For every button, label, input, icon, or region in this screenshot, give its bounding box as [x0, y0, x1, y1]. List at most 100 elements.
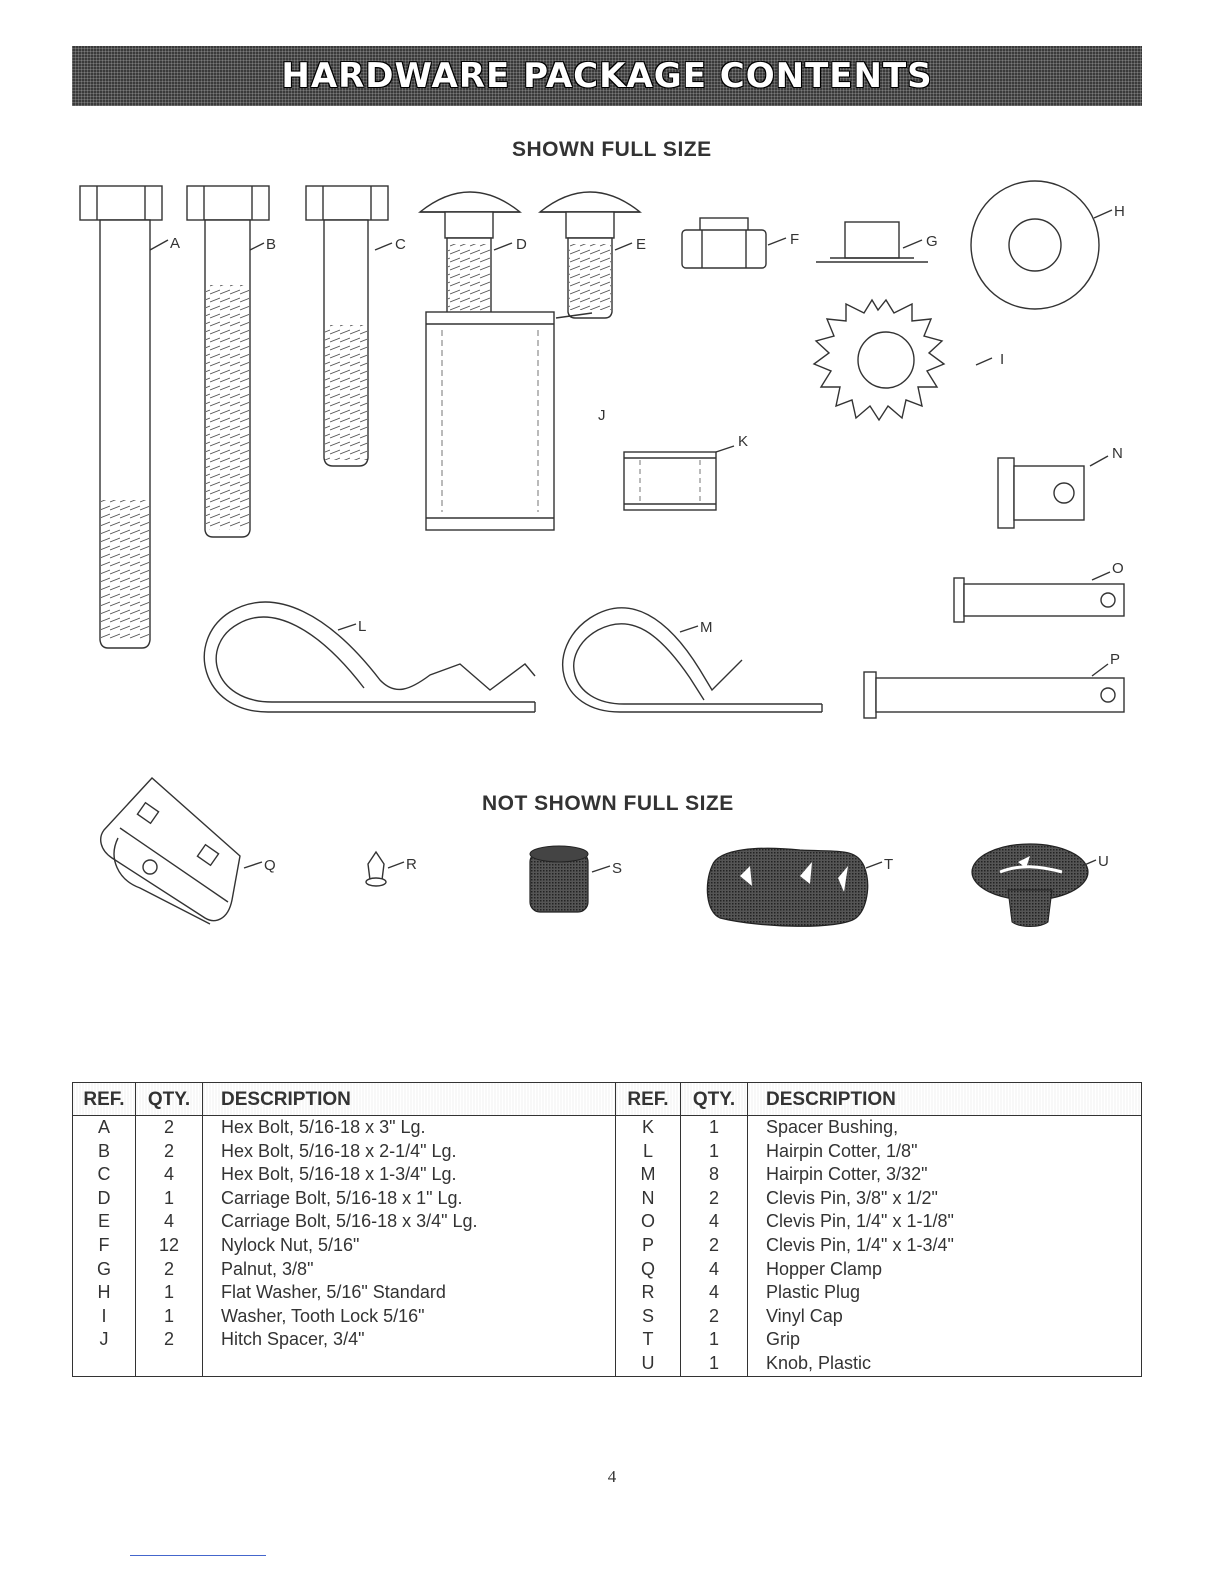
callout-u: U — [1098, 853, 1109, 870]
cell-ref: C — [72, 1163, 136, 1187]
table-row: E 4 Carriage Bolt, 5/16-18 x 3/4" Lg. O … — [72, 1210, 1142, 1234]
cell-description: Nylock Nut, 5/16" — [202, 1233, 616, 1258]
cell-qty: 2 — [680, 1304, 748, 1329]
cell-ref: T — [615, 1328, 681, 1352]
table-row: G 2 Palnut, 3/8" Q 4 Hopper Clamp — [72, 1257, 1142, 1282]
cell-qty: 4 — [135, 1210, 203, 1234]
hardware-illustration: A B C D E — [79, 180, 1125, 927]
cell-qty — [135, 1351, 203, 1377]
cell-qty: 8 — [680, 1163, 748, 1187]
page-number: 4 — [607, 1467, 617, 1486]
grip-t: T — [706, 847, 893, 927]
parts-table: REF. QTY. DESCRIPTION REF. QTY. DESCRIPT… — [72, 1082, 1142, 1377]
cell-description: Vinyl Cap — [747, 1304, 1142, 1329]
palnut-g: G — [816, 221, 938, 263]
cell-description: Clevis Pin, 3/8" x 1/2" — [747, 1186, 1142, 1211]
callout-g: G — [926, 233, 938, 250]
cell-qty: 1 — [680, 1351, 748, 1377]
cell-ref: K — [615, 1115, 681, 1140]
cell-qty: 4 — [135, 1163, 203, 1187]
not-shown-full-size-heading: NOT SHOWN FULL SIZE — [482, 792, 734, 815]
callout-k: K — [738, 433, 748, 450]
page-title: HARDWARE PACKAGE CONTENTS — [281, 56, 933, 96]
callout-l: L — [358, 618, 366, 635]
nylock-nut-f: F — [681, 217, 799, 269]
callout-i: I — [1000, 351, 1004, 368]
callout-o: O — [1112, 560, 1124, 577]
cell-qty: 4 — [680, 1281, 748, 1305]
cell-ref: S — [615, 1304, 681, 1329]
cell-description: Washer, Tooth Lock 5/16" — [202, 1304, 616, 1329]
table-row: J 2 Hitch Spacer, 3/4" T 1 Grip — [72, 1328, 1142, 1352]
hitch-spacer-j: J — [425, 311, 606, 531]
footer-rule — [130, 1555, 266, 1556]
cell-ref: N — [615, 1186, 681, 1211]
cell-description: Knob, Plastic — [747, 1351, 1142, 1377]
cell-qty: 2 — [135, 1115, 203, 1140]
cell-description: Carriage Bolt, 5/16-18 x 3/4" Lg. — [202, 1210, 616, 1234]
cell-description: Clevis Pin, 1/4" x 1-1/8" — [747, 1210, 1142, 1234]
plastic-knob-u: U — [971, 843, 1109, 927]
clevis-pin-n: N — [997, 445, 1123, 529]
header-description-2: DESCRIPTION — [747, 1082, 1142, 1116]
callout-a: A — [170, 235, 180, 252]
cell-qty: 2 — [135, 1328, 203, 1352]
cell-description: Spacer Bushing, — [747, 1115, 1142, 1140]
callout-c: C — [395, 236, 406, 253]
hairpin-cotter-l: L — [203, 601, 536, 713]
cell-ref: G — [72, 1257, 136, 1282]
cell-qty: 2 — [135, 1139, 203, 1164]
callout-j: J — [598, 407, 606, 424]
callout-f: F — [790, 231, 799, 248]
cell-qty: 2 — [680, 1186, 748, 1211]
clevis-pin-p: P — [863, 651, 1125, 719]
cell-qty: 12 — [135, 1233, 203, 1258]
callout-m: M — [700, 619, 713, 636]
cell-qty: 1 — [135, 1281, 203, 1305]
cell-description: Hex Bolt, 5/16-18 x 2-1/4" Lg. — [202, 1139, 616, 1164]
cell-ref: F — [72, 1233, 136, 1258]
cell-description: Flat Washer, 5/16" Standard — [202, 1281, 616, 1305]
spacer-bushing-k: K — [623, 433, 748, 511]
cell-ref: B — [72, 1139, 136, 1164]
cell-qty: 2 — [135, 1257, 203, 1282]
callout-b: B — [266, 236, 276, 253]
table-row: I 1 Washer, Tooth Lock 5/16" S 2 Vinyl C… — [72, 1304, 1142, 1329]
cell-ref: H — [72, 1281, 136, 1305]
cell-description: Hopper Clamp — [747, 1257, 1142, 1282]
cell-qty: 4 — [680, 1210, 748, 1234]
shown-full-size-heading: SHOWN FULL SIZE — [512, 138, 712, 161]
hex-bolt-b: B — [186, 185, 276, 538]
cell-ref — [72, 1351, 136, 1377]
cell-ref: I — [72, 1304, 136, 1329]
cell-description: Hitch Spacer, 3/4" — [202, 1328, 616, 1352]
callout-n: N — [1112, 445, 1123, 462]
cell-qty: 1 — [680, 1328, 748, 1352]
cell-ref: Q — [615, 1257, 681, 1282]
table-row: H 1 Flat Washer, 5/16" Standard R 4 Plas… — [72, 1281, 1142, 1305]
cell-description: Hairpin Cotter, 1/8" — [747, 1139, 1142, 1164]
header-description: DESCRIPTION — [202, 1082, 616, 1116]
hairpin-cotter-m: M — [562, 607, 823, 713]
vinyl-cap-s: S — [529, 845, 622, 913]
header-qty: QTY. — [135, 1082, 203, 1116]
table-header-row: REF. QTY. DESCRIPTION REF. QTY. DESCRIPT… — [72, 1082, 1142, 1116]
cell-ref: U — [615, 1351, 681, 1377]
hex-bolt-a: A — [79, 185, 180, 649]
cell-qty: 1 — [135, 1186, 203, 1211]
cell-ref: D — [72, 1186, 136, 1211]
cell-description: Plastic Plug — [747, 1281, 1142, 1305]
cell-ref: J — [72, 1328, 136, 1352]
header-ref: REF. — [72, 1082, 136, 1116]
cell-description: Grip — [747, 1328, 1142, 1352]
title-banner: HARDWARE PACKAGE CONTENTS — [72, 46, 1142, 106]
cell-ref: O — [615, 1210, 681, 1234]
callout-d: D — [516, 236, 527, 253]
cell-ref: E — [72, 1210, 136, 1234]
callout-t: T — [884, 856, 893, 873]
cell-ref: L — [615, 1139, 681, 1164]
cell-description: Carriage Bolt, 5/16-18 x 1" Lg. — [202, 1186, 616, 1211]
cell-qty: 2 — [680, 1233, 748, 1258]
carriage-bolt-e: E — [538, 191, 646, 319]
cell-qty: 1 — [680, 1139, 748, 1164]
